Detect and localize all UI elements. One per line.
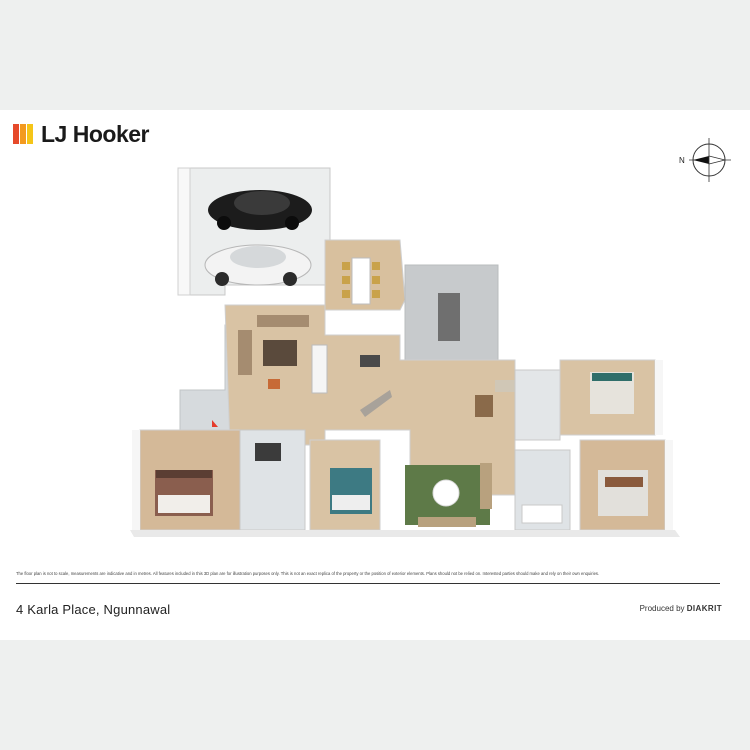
brand-mark-icon bbox=[13, 124, 35, 144]
wardrobe-icon bbox=[255, 443, 281, 461]
compass-icon: N bbox=[679, 132, 735, 188]
property-address: 4 Karla Place, Ngunnawal bbox=[16, 602, 171, 617]
credit-company: DIAKRIT bbox=[686, 604, 722, 613]
disclaimer-text: The floor plan is not to scale, measurem… bbox=[16, 571, 600, 576]
lounge-set-icon bbox=[238, 315, 309, 389]
patio-table-icon bbox=[438, 293, 460, 341]
brand-name: LJ Hooker bbox=[41, 120, 149, 147]
entry-marker-icon bbox=[212, 420, 218, 427]
floor-plan-sheet: LJ Hooker N bbox=[0, 110, 750, 640]
laundry bbox=[514, 369, 561, 441]
coffee-table-icon bbox=[432, 479, 460, 507]
produced-by-credit: Produced by DIAKRIT bbox=[640, 604, 722, 613]
study-desk-icon bbox=[475, 380, 515, 417]
bed-icon bbox=[590, 372, 634, 414]
dining-table-icon bbox=[342, 257, 380, 305]
credit-prefix: Produced by bbox=[639, 604, 685, 613]
compass-north-label: N bbox=[679, 156, 685, 165]
divider bbox=[16, 583, 720, 584]
kitchen-bench-icon bbox=[311, 344, 392, 417]
white-car-icon bbox=[204, 244, 312, 286]
bathtub-icon bbox=[521, 504, 563, 524]
floor-plan-illustration bbox=[130, 167, 680, 537]
bed-icon bbox=[330, 468, 372, 514]
bed-icon bbox=[155, 470, 213, 516]
brand-logo[interactable]: LJ Hooker bbox=[13, 120, 149, 147]
black-car-icon bbox=[208, 190, 312, 230]
sofa-icon bbox=[418, 517, 476, 527]
bed-icon bbox=[598, 470, 648, 516]
